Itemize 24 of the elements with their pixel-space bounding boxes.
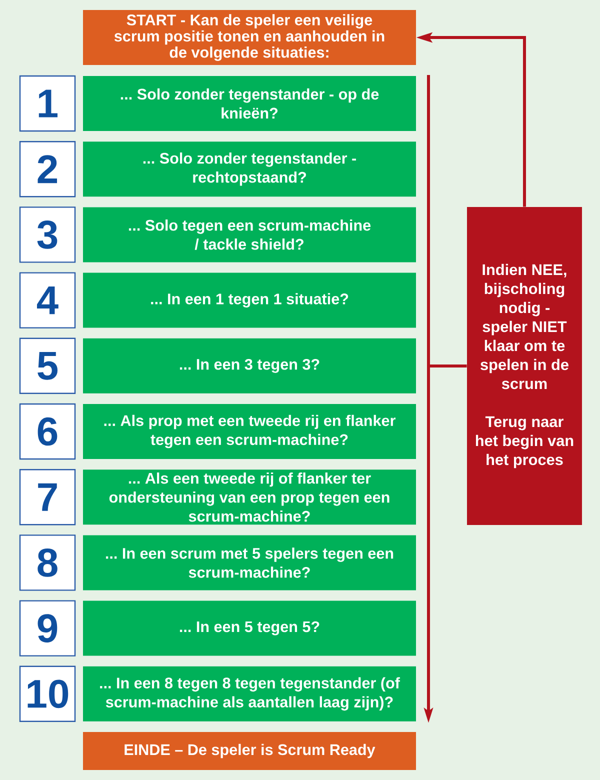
question-box: ... In een 8 tegen 8 tegen tegenstander (of scrum-machine als aantallen laag zijn)? <box>83 666 416 722</box>
number-box: 5 <box>19 338 76 394</box>
question-box: ... Solo tegen een scrum-machine / tackle shield? <box>83 207 416 262</box>
number-box: 3 <box>19 206 76 263</box>
question-box: ... In een 1 tegen 1 situatie? <box>83 272 416 328</box>
number-box: 1 <box>19 75 76 132</box>
start-box: START - Kan de speler een veilige scrum positie tonen en aanhouden in de volgende situaties: <box>83 10 416 65</box>
question-box: ... Als een tweede rij of flanker ter ondersteuning van een prop tegen een scrum-machine? <box>83 470 416 525</box>
end-box: EINDE – De speler is Scrum Ready <box>83 732 416 770</box>
question-box: ... In een 3 tegen 3? <box>83 338 416 394</box>
question-box: ... Solo zonder tegenstander - rechtopstaand? <box>83 142 416 197</box>
number-box: 9 <box>19 600 76 656</box>
number-box: 6 <box>19 403 76 460</box>
question-box: ... In een scrum met 5 spelers tegen een scrum-machine? <box>83 535 416 590</box>
note-box: Indien NEE, bijscholing nodig - speler NIET klaar om te spelen in de scrum Terug naar het begin van het proces <box>467 207 582 525</box>
question-box: ... Als prop met een tweede rij en flanker tegen een scrum-machine? <box>83 404 416 459</box>
number-box: 8 <box>19 534 76 591</box>
number-box: 10 <box>19 666 76 722</box>
number-box: 2 <box>19 141 76 198</box>
number-box: 4 <box>19 272 76 328</box>
number-box: 7 <box>19 469 76 526</box>
question-box: ... Solo zonder tegenstander - op de knieën? <box>83 76 416 131</box>
question-box: ... In een 5 tegen 5? <box>83 600 416 656</box>
connector-line <box>428 364 467 368</box>
